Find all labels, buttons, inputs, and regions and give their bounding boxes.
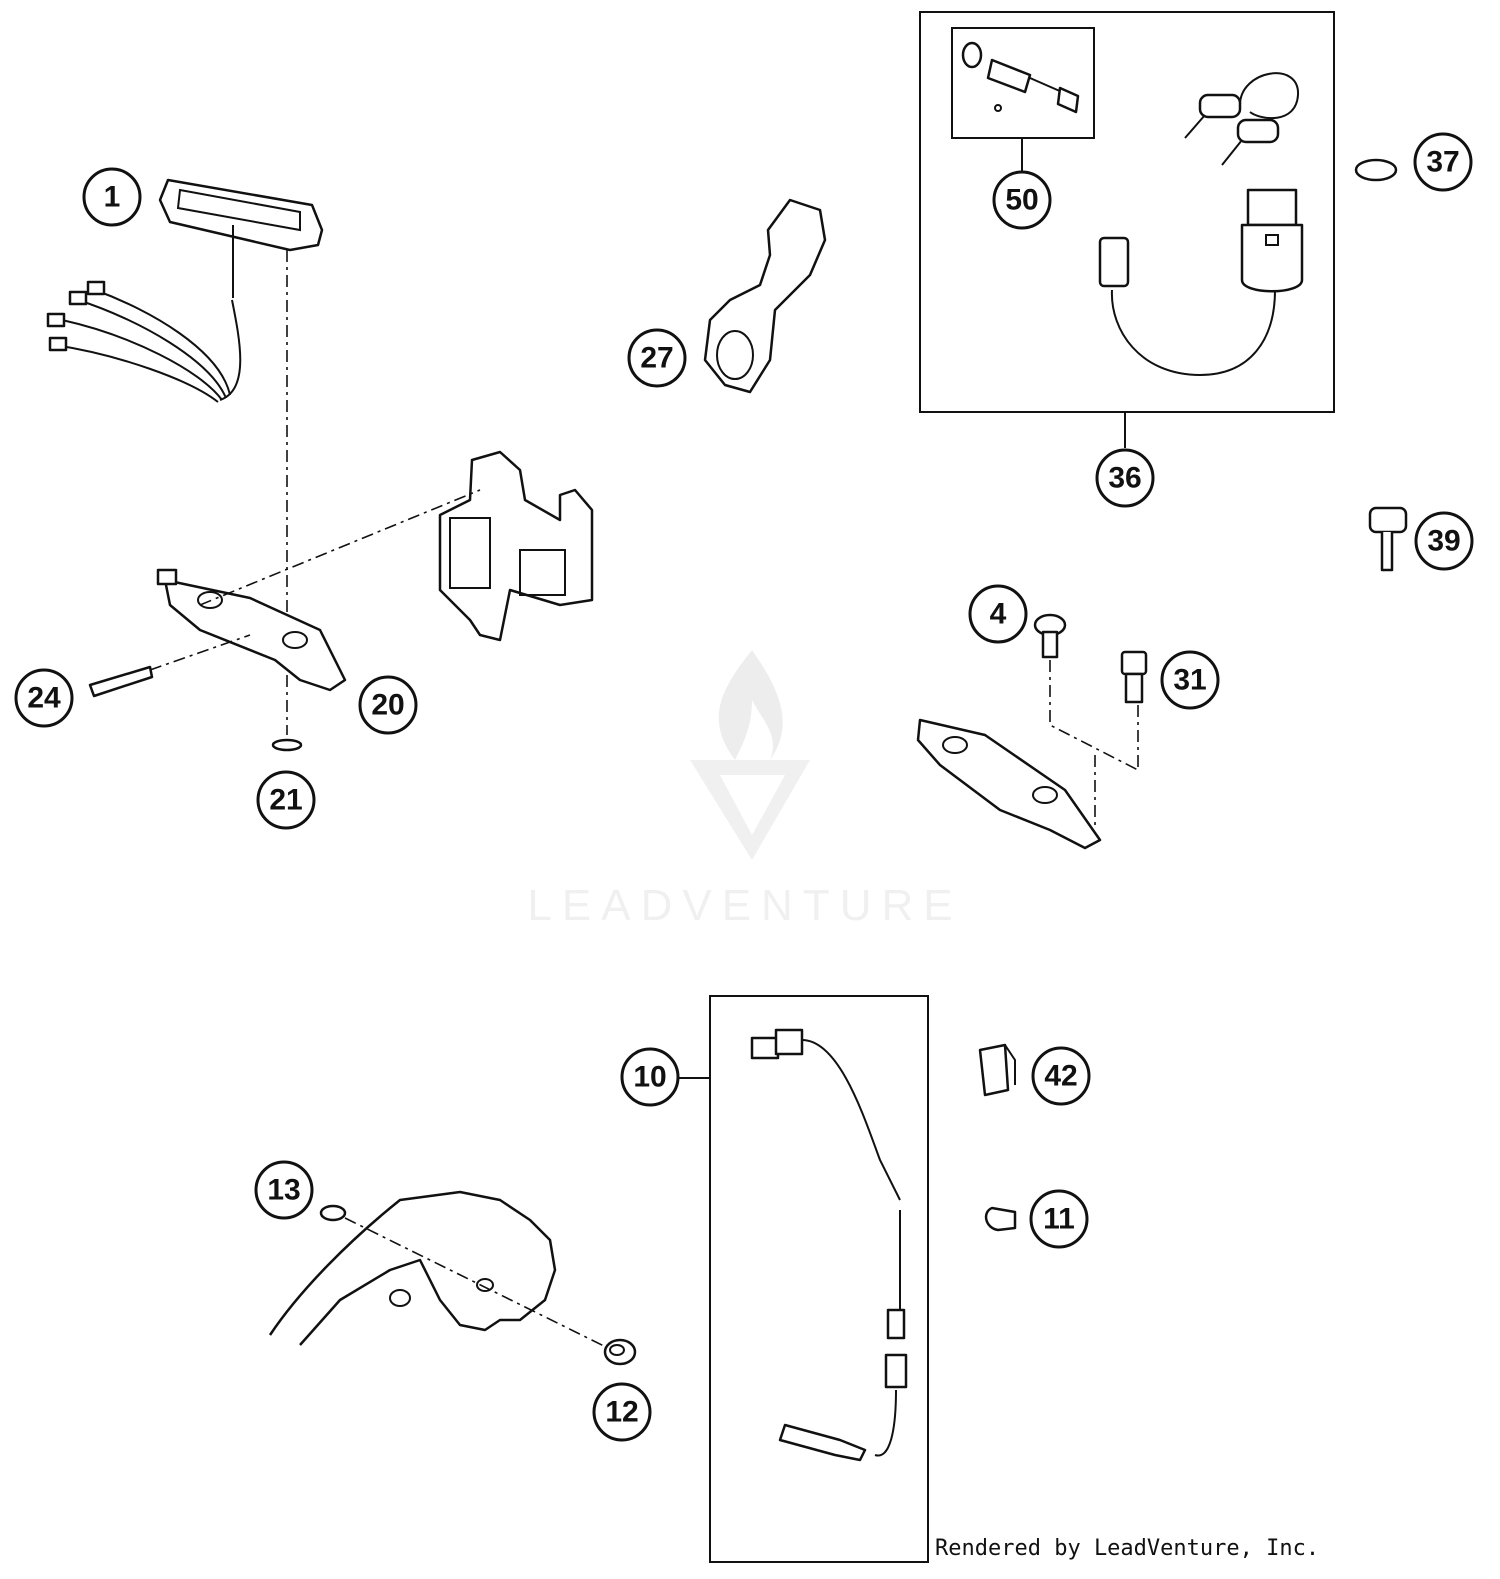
callout-10-label: 10 — [633, 1061, 666, 1094]
instrument-bracket-part — [156, 568, 347, 692]
render-credit: Rendered by LeadVenture, Inc. — [935, 1536, 1319, 1561]
lock-cylinder-part — [961, 41, 1080, 114]
callout-11-label: 11 — [1043, 1203, 1075, 1236]
callout-39[interactable]: 39 — [1414, 511, 1474, 571]
sensor-cable-part — [750, 1028, 908, 1462]
callout-13[interactable]: 13 — [254, 1160, 314, 1220]
nut-12-part — [603, 1338, 637, 1366]
clamp-11-part — [984, 1206, 1017, 1232]
v-logo-icon — [690, 760, 810, 860]
watermark-text: LEADVENTURE — [527, 881, 962, 930]
callout-12-label: 12 — [605, 1396, 638, 1429]
callout-27[interactable]: 27 — [627, 328, 687, 388]
callout-24-label: 24 — [27, 682, 61, 715]
callout-50[interactable]: 50 — [992, 170, 1052, 230]
callout-21-label: 21 — [269, 784, 302, 817]
callout-36-label: 36 — [1108, 462, 1141, 495]
ignition-switch-part — [1098, 188, 1304, 377]
plug-31-part — [1120, 650, 1148, 704]
callout-11[interactable]: 11 — [1029, 1189, 1089, 1249]
plug-4-part — [1033, 613, 1067, 659]
callout-4[interactable]: 4 — [968, 584, 1028, 644]
callout-37-label: 37 — [1426, 146, 1459, 179]
keys-part — [1184, 72, 1300, 166]
callout-1[interactable]: 1 — [82, 167, 142, 227]
clip-42-part — [978, 1043, 1016, 1097]
bracket-axis-line — [199, 489, 481, 606]
callout-42[interactable]: 42 — [1031, 1046, 1091, 1106]
callout-24[interactable]: 24 — [14, 668, 74, 728]
callout-4-label: 4 — [990, 598, 1007, 631]
headlight-bracket-part — [438, 450, 594, 642]
callout-50-label: 50 — [1005, 184, 1038, 217]
callout-27-label: 27 — [640, 342, 673, 375]
ring-nut-part — [1354, 158, 1398, 182]
callout-37[interactable]: 37 — [1413, 132, 1473, 192]
callout-20-label: 20 — [371, 689, 404, 722]
bracket-with-plugs-part — [916, 718, 1102, 850]
callout-12[interactable]: 12 — [592, 1382, 652, 1442]
callout-42-label: 42 — [1044, 1060, 1077, 1093]
frame-guard-part — [268, 1190, 557, 1346]
assembly-10-box — [709, 995, 929, 1563]
assembly-36-box — [919, 11, 1335, 413]
callout-20[interactable]: 20 — [358, 675, 418, 735]
callout-1-label: 1 — [104, 181, 121, 214]
plug-axis-line-1 — [1049, 660, 1139, 771]
watermark: LEADVENTURE — [527, 650, 962, 930]
bolt-24-part — [88, 665, 154, 698]
callout-31-label: 31 — [1173, 664, 1206, 697]
callout-36[interactable]: 36 — [1095, 448, 1155, 508]
key-39-part — [1368, 506, 1408, 572]
callout-31[interactable]: 31 — [1160, 650, 1220, 710]
bolt-axis-line — [149, 634, 251, 671]
speedometer-part — [46, 178, 324, 403]
flame-logo-icon — [718, 650, 783, 760]
callout-21[interactable]: 21 — [256, 770, 316, 830]
clip-13-part — [319, 1204, 347, 1222]
callout-39-label: 39 — [1427, 525, 1460, 558]
screw-21-part — [271, 738, 303, 752]
callout-10[interactable]: 10 — [620, 1047, 680, 1107]
bracket-27-part — [703, 198, 827, 394]
callout-13-label: 13 — [267, 1174, 300, 1207]
